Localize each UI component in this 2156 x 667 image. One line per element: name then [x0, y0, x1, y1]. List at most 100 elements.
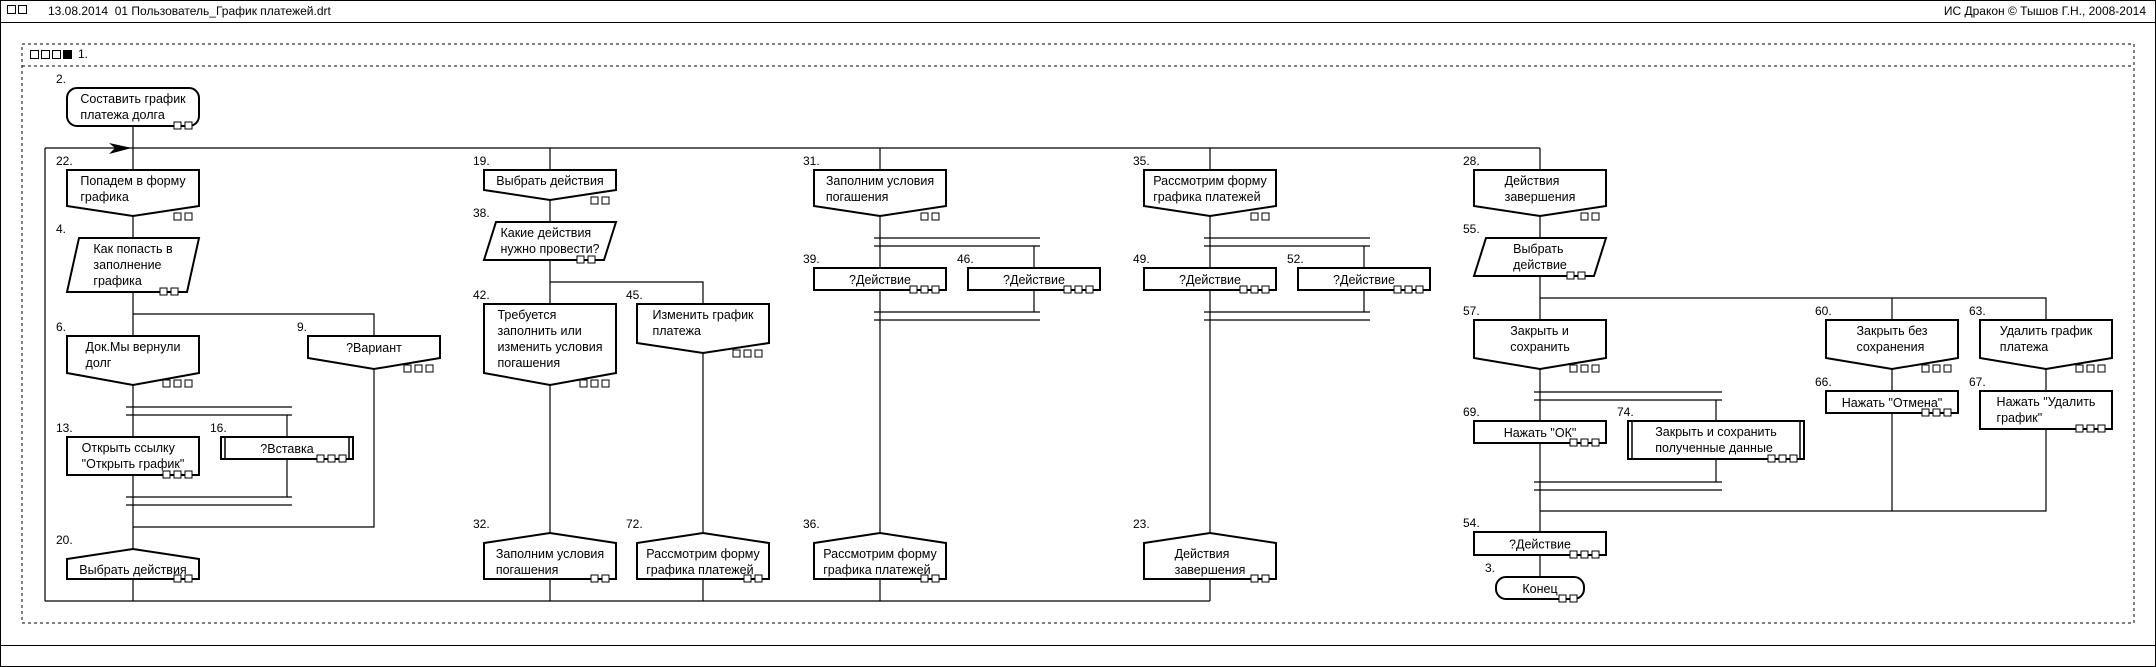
port-square-icon[interactable]	[1261, 574, 1270, 583]
port-square-icon[interactable]	[931, 285, 940, 294]
port-square-icon[interactable]	[173, 574, 182, 583]
address-block-72[interactable]	[636, 531, 770, 580]
action-block-39[interactable]	[813, 267, 947, 291]
action-block-49[interactable]	[1143, 267, 1277, 291]
port-square-icon[interactable]	[159, 287, 168, 296]
port-square-icon[interactable]	[1932, 364, 1941, 373]
port-square-icon[interactable]	[590, 196, 599, 205]
port-square-icon[interactable]	[2086, 364, 2095, 373]
port-square-icon[interactable]	[1789, 454, 1798, 463]
port-square-icon[interactable]	[1404, 285, 1413, 294]
port-square-icon[interactable]	[587, 255, 596, 264]
address-block-36[interactable]	[813, 531, 947, 580]
port-square-icon[interactable]	[170, 287, 179, 296]
port-square-icon[interactable]	[173, 379, 182, 388]
port-square-icon[interactable]	[1921, 408, 1930, 417]
filled-square-icon[interactable]	[63, 50, 72, 59]
port-square-icon[interactable]	[1558, 594, 1567, 603]
port-square-icon[interactable]	[184, 379, 193, 388]
port-square-icon[interactable]	[162, 379, 171, 388]
port-square-icon[interactable]	[601, 196, 610, 205]
branch-block-45[interactable]	[636, 303, 770, 355]
end-terminator-3[interactable]	[1495, 576, 1585, 600]
port-square-icon[interactable]	[920, 285, 929, 294]
insert-block-16[interactable]	[220, 436, 354, 460]
port-square-icon[interactable]	[1580, 364, 1589, 373]
branch-block-31[interactable]	[813, 169, 947, 218]
port-square-icon[interactable]	[1393, 285, 1402, 294]
branch-block-63[interactable]	[1979, 319, 2113, 371]
branch-block-57[interactable]	[1473, 319, 1607, 371]
port-square-icon[interactable]	[743, 574, 752, 583]
address-block-20[interactable]	[66, 547, 200, 580]
port-square-icon[interactable]	[1921, 364, 1930, 373]
port-square-icon[interactable]	[1943, 408, 1952, 417]
branch-block-42[interactable]	[483, 303, 617, 387]
branch-block-28[interactable]	[1473, 169, 1607, 218]
port-square-icon[interactable]	[162, 470, 171, 479]
port-square-icon[interactable]	[579, 379, 588, 388]
action-block-13[interactable]	[66, 436, 200, 476]
port-square-icon[interactable]	[1250, 285, 1259, 294]
port-square-icon[interactable]	[1415, 285, 1424, 294]
port-square-icon[interactable]	[184, 470, 193, 479]
port-square-icon[interactable]	[1591, 212, 1600, 221]
port-square-icon[interactable]	[1063, 285, 1072, 294]
port-square-icon[interactable]	[590, 379, 599, 388]
window-controls[interactable]	[7, 5, 29, 19]
port-square-icon[interactable]	[754, 349, 763, 358]
action-block-46[interactable]	[967, 267, 1101, 291]
port-square-icon[interactable]	[1239, 285, 1248, 294]
port-square-icon[interactable]	[1591, 550, 1600, 559]
port-square-icon[interactable]	[920, 574, 929, 583]
port-square-icon[interactable]	[1778, 454, 1787, 463]
square-icon[interactable]	[52, 50, 61, 59]
port-square-icon[interactable]	[1261, 285, 1270, 294]
start-terminator-2[interactable]	[66, 87, 200, 127]
port-square-icon[interactable]	[920, 212, 929, 221]
port-square-icon[interactable]	[1250, 212, 1259, 221]
square-icon[interactable]	[18, 5, 27, 14]
insert-block-74[interactable]	[1627, 420, 1805, 460]
branch-block-22[interactable]	[66, 169, 200, 218]
port-square-icon[interactable]	[2075, 424, 2084, 433]
branch-block-60[interactable]	[1825, 319, 1959, 371]
action-block-52[interactable]	[1297, 267, 1431, 291]
port-square-icon[interactable]	[2097, 424, 2106, 433]
port-square-icon[interactable]	[173, 121, 182, 130]
port-square-icon[interactable]	[732, 349, 741, 358]
action-block-66[interactable]	[1825, 390, 1959, 414]
port-square-icon[interactable]	[184, 212, 193, 221]
port-square-icon[interactable]	[1943, 364, 1952, 373]
port-square-icon[interactable]	[1085, 285, 1094, 294]
port-square-icon[interactable]	[590, 574, 599, 583]
port-square-icon[interactable]	[1580, 212, 1589, 221]
branch-block-6[interactable]	[66, 335, 200, 387]
square-icon[interactable]	[30, 50, 39, 59]
port-square-icon[interactable]	[1932, 408, 1941, 417]
square-icon[interactable]	[41, 50, 50, 59]
action-block-69[interactable]	[1473, 420, 1607, 444]
port-square-icon[interactable]	[1569, 438, 1578, 447]
port-square-icon[interactable]	[1569, 550, 1578, 559]
port-square-icon[interactable]	[754, 574, 763, 583]
port-square-icon[interactable]	[1074, 285, 1083, 294]
port-square-icon[interactable]	[1591, 364, 1600, 373]
port-square-icon[interactable]	[1250, 574, 1259, 583]
port-square-icon[interactable]	[403, 364, 412, 373]
input-block-55[interactable]	[1472, 237, 1608, 277]
port-square-icon[interactable]	[1569, 364, 1578, 373]
port-square-icon[interactable]	[601, 574, 610, 583]
port-square-icon[interactable]	[173, 470, 182, 479]
port-square-icon[interactable]	[931, 574, 940, 583]
action-block-54[interactable]	[1473, 531, 1607, 556]
port-square-icon[interactable]	[1591, 438, 1600, 447]
port-square-icon[interactable]	[184, 121, 193, 130]
port-square-icon[interactable]	[173, 212, 182, 221]
port-square-icon[interactable]	[1261, 212, 1270, 221]
port-square-icon[interactable]	[1580, 550, 1589, 559]
action-block-67[interactable]	[1979, 390, 2113, 430]
branch-block-35[interactable]	[1143, 169, 1277, 218]
port-square-icon[interactable]	[909, 285, 918, 294]
port-square-icon[interactable]	[2075, 364, 2084, 373]
